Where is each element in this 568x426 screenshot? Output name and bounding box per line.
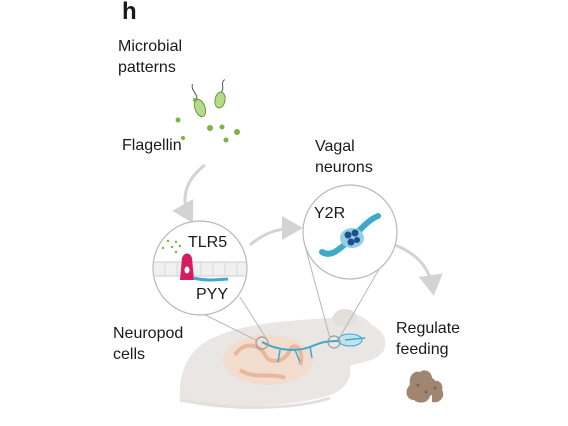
label-pyy: PYY bbox=[196, 286, 229, 303]
label-tlr5: TLR5 bbox=[188, 234, 228, 251]
label-flagellin: Flagellin bbox=[122, 137, 182, 154]
label-regulate-feeding: Regulate feeding bbox=[396, 320, 461, 358]
vagal-nerve-path bbox=[255, 333, 366, 363]
label-microbial-patterns: Microbial patterns bbox=[118, 38, 183, 76]
vagal-neuron-zoom-circle bbox=[302, 184, 398, 280]
arrow-flagellin-to-neuropod bbox=[172, 163, 206, 224]
arrow-neuropod-to-vagal bbox=[249, 216, 303, 247]
label-y2r: Y2R bbox=[314, 205, 346, 222]
arrow-vagal-to-feeding bbox=[394, 243, 443, 296]
label-vagal-neurons: Vagal neurons bbox=[315, 138, 373, 176]
label-neuropod-cells: Neuropod cells bbox=[113, 325, 184, 363]
neuropod-zoom-circle bbox=[152, 220, 248, 316]
food-pellets-icon bbox=[406, 370, 444, 403]
microbe-icons bbox=[175, 79, 240, 143]
mouse-silhouette bbox=[179, 309, 386, 409]
panel-letter: h bbox=[122, 0, 137, 25]
